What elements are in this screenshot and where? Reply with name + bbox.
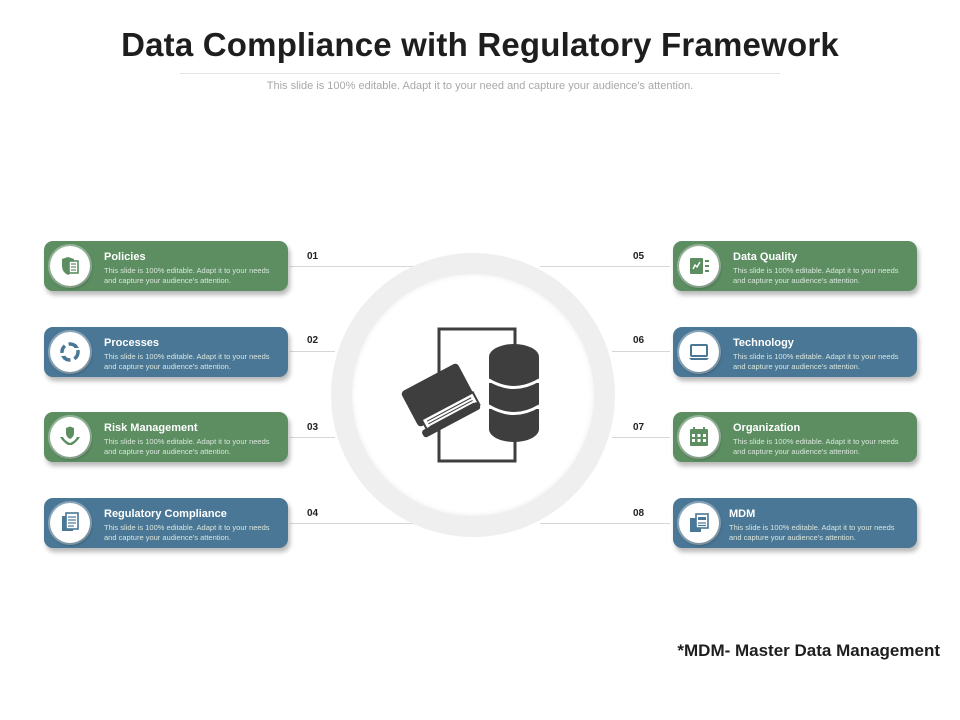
book-database-icon [401, 327, 540, 463]
item-number: 04 [307, 508, 319, 519]
connector-02 [290, 351, 335, 352]
data-quality-icon [679, 246, 719, 286]
card-title: MDM [729, 508, 756, 520]
cycle-icon [50, 332, 90, 372]
card-description: This slide is 100% editable. Adapt it to… [733, 437, 899, 456]
card-title: Regulatory Compliance [104, 508, 227, 520]
item-number: 08 [633, 508, 645, 519]
card-title: Technology [733, 337, 794, 349]
card-description: This slide is 100% editable. Adapt it to… [733, 352, 899, 371]
card-description: This slide is 100% editable. Adapt it to… [104, 523, 270, 542]
item-number: 06 [633, 335, 645, 346]
item-number: 07 [633, 422, 645, 433]
shield-document-icon [50, 246, 90, 286]
footnote: *MDM- Master Data Management [677, 641, 940, 660]
card-description: This slide is 100% editable. Adapt it to… [104, 266, 270, 285]
card-title: Organization [733, 422, 801, 434]
item-number: 02 [307, 335, 319, 346]
documents-icon [50, 503, 90, 543]
connector-01 [290, 266, 420, 267]
page-subtitle: This slide is 100% editable. Adapt it to… [266, 80, 694, 92]
card-processes: Processes This slide is 100% editable. A… [44, 327, 288, 377]
card-title: Data Quality [733, 251, 798, 263]
connector-08 [540, 523, 670, 524]
card-organization: Organization This slide is 100% editable… [673, 412, 917, 462]
card-risk-management: Risk Management This slide is 100% edita… [44, 412, 288, 462]
calendar-grid-icon [679, 417, 719, 457]
card-regulatory-compliance: Regulatory Compliance This slide is 100%… [44, 498, 288, 548]
laptop-icon [679, 332, 719, 372]
connector-05 [540, 266, 670, 267]
item-number: 03 [307, 422, 319, 433]
item-number: 01 [307, 251, 319, 262]
connector-06 [612, 351, 670, 352]
connector-03 [290, 437, 335, 438]
connector-07 [612, 437, 670, 438]
card-description: This slide is 100% editable. Adapt it to… [729, 523, 895, 542]
card-title: Processes [104, 337, 160, 349]
card-mdm: MDM This slide is 100% editable. Adapt i… [673, 498, 917, 548]
card-data-quality: Data Quality This slide is 100% editable… [673, 241, 917, 291]
card-description: This slide is 100% editable. Adapt it to… [104, 352, 270, 371]
card-policies: Policies This slide is 100% editable. Ad… [44, 241, 288, 291]
connector-04 [290, 523, 420, 524]
hand-shield-icon [50, 417, 90, 457]
files-stack-icon [679, 503, 719, 543]
card-title: Policies [104, 251, 146, 263]
title-divider [180, 73, 780, 74]
card-description: This slide is 100% editable. Adapt it to… [733, 266, 899, 285]
card-technology: Technology This slide is 100% editable. … [673, 327, 917, 377]
page-title: Data Compliance with Regulatory Framewor… [121, 26, 839, 63]
item-number: 05 [633, 251, 645, 262]
card-description: This slide is 100% editable. Adapt it to… [104, 437, 270, 456]
card-title: Risk Management [104, 422, 198, 434]
